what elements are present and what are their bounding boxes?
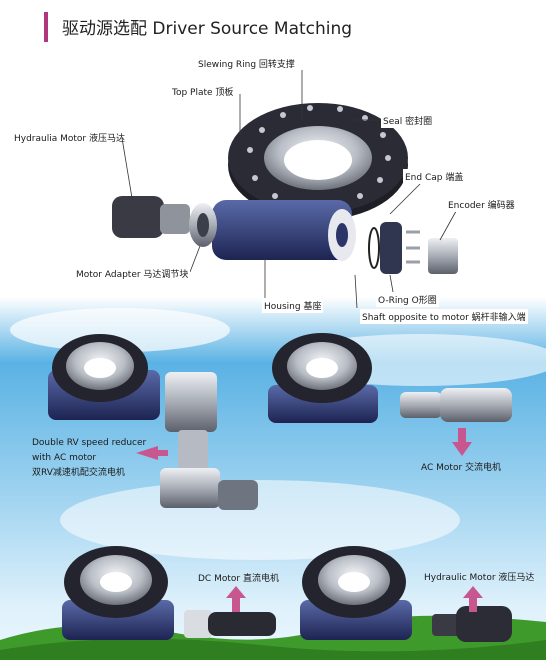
- label-end-cap: End Cap 端盖: [403, 169, 466, 184]
- label-encoder: Encoder 编码器: [446, 197, 517, 212]
- label-double-rv-line1: Double RV speed reducer: [32, 438, 147, 448]
- hydraulic-motor-assembly: [432, 606, 512, 642]
- label-hydraulic-motor-option: Hydraulic Motor 液压马达: [424, 573, 535, 583]
- slewing-drive-unit-1: [48, 334, 160, 420]
- label-housing: Housing 基座: [262, 298, 324, 313]
- label-motor-adapter: Motor Adapter 马达调节块: [74, 266, 191, 281]
- arrow-up-icon: [226, 586, 246, 612]
- label-hydraulic-motor: Hydraulia Motor 液压马达: [14, 134, 125, 144]
- label-slewing-ring: Slewing Ring 回转支撑: [198, 60, 295, 70]
- label-double-rv-line3: 双RV减速机配交流电机: [32, 468, 125, 478]
- arrow-left-icon: [136, 446, 168, 460]
- label-o-ring: O-Ring O形圈: [376, 292, 439, 307]
- label-top-plate: Top Plate 顶板: [172, 88, 234, 98]
- label-shaft-opposite: Shaft opposite to motor 蜗杆非输入端: [360, 309, 528, 324]
- ac-motor-assembly: [400, 388, 512, 422]
- slewing-drive-unit-3: [62, 546, 174, 640]
- rv-reducer-assembly: [160, 372, 258, 510]
- label-dc-motor: DC Motor 直流电机: [198, 574, 279, 584]
- slewing-drive-unit-4: [300, 546, 412, 640]
- label-seal: Seal 密封圈: [381, 113, 435, 128]
- arrow-up-icon: [463, 586, 483, 612]
- title-accent-bar: [44, 12, 48, 42]
- arrow-down-icon: [452, 428, 472, 456]
- page-title: 驱动源选配 Driver Source Matching: [62, 19, 353, 39]
- label-double-rv-line2: with AC motor: [32, 453, 97, 463]
- slewing-drive-unit-2: [268, 333, 378, 423]
- label-ac-motor: AC Motor 交流电机: [421, 463, 502, 473]
- dc-motor-assembly: [184, 610, 276, 638]
- exploded-assembly-illustration: [112, 70, 461, 309]
